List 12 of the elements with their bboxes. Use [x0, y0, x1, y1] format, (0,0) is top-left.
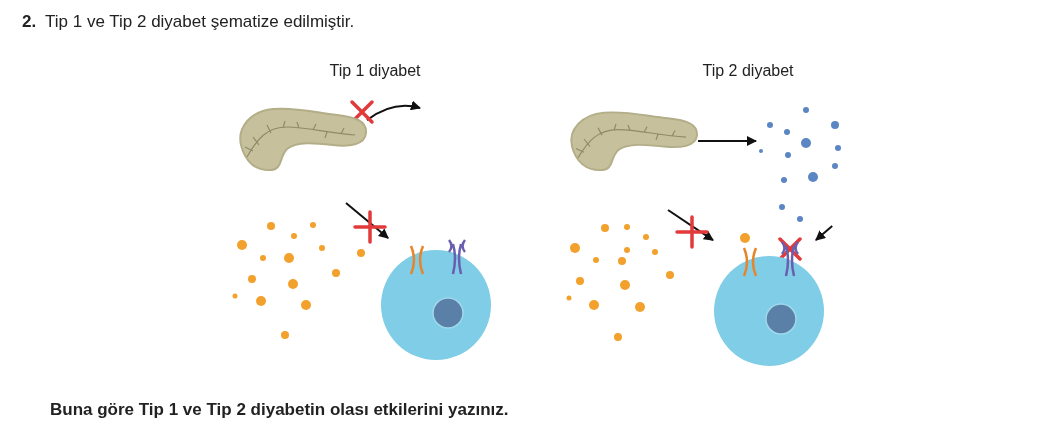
arrow [345, 202, 390, 239]
arrow [814, 225, 834, 241]
arrow [697, 136, 757, 146]
question-number: 2. [22, 12, 37, 32]
question-text: Tip 1 ve Tip 2 diyabet şematize edilmiştir. [45, 12, 355, 32]
cell-drawing [713, 240, 825, 368]
panel-heading: Tip 1 diyabet [329, 62, 421, 80]
question-prompt: Buna göre Tip 1 ve Tip 2 diyabetin olası etkilerini yazınız. [50, 400, 509, 420]
arrow [366, 100, 421, 122]
panel-heading: Tip 2 diyabet [702, 62, 794, 80]
cell-drawing [380, 238, 492, 362]
arrow [667, 209, 714, 242]
